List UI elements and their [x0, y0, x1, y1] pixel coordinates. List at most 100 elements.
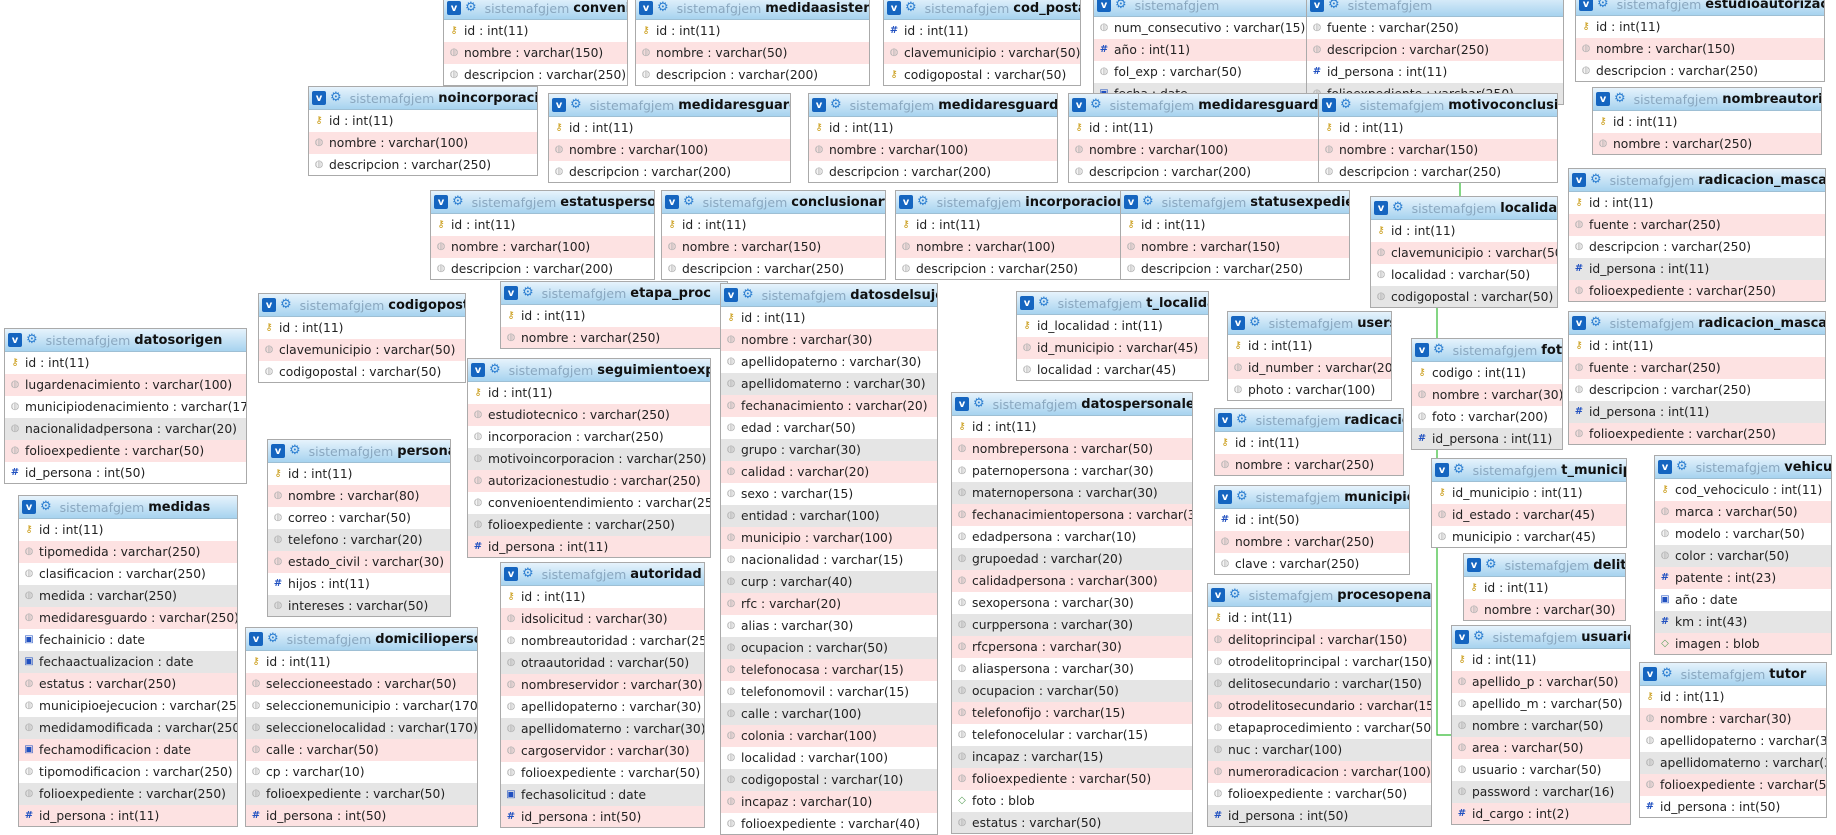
table-name[interactable]: autoridad	[630, 566, 702, 582]
toggle-columns-icon[interactable]: v	[899, 195, 913, 209]
column-row[interactable]: ◍apellidomaterno : varchar(30)	[721, 373, 937, 395]
column-row[interactable]: ◍descripcion : varchar(200)	[431, 258, 654, 279]
column-row[interactable]: ◍descripcion : varchar(200)	[636, 64, 869, 85]
column-row[interactable]: ⚷id : int(11)	[268, 463, 450, 485]
table-personas[interactable]: v⚙sistemafgjempersonas⚷id : int(11)◍nomb…	[267, 439, 451, 617]
table-statusexpediente[interactable]: v⚙sistemafgjemstatusexpediente⚷id : int(…	[1120, 190, 1350, 280]
column-row[interactable]: ◍nombre : varchar(250)	[1215, 531, 1409, 553]
column-row[interactable]: ◍fechanacimiento : varchar(20)	[721, 395, 937, 417]
column-row[interactable]: ◍num_consecutivo : varchar(15)	[1094, 17, 1317, 39]
column-row[interactable]: ◍localidad : varchar(100)	[721, 747, 937, 769]
table-noincorporacion[interactable]: v⚙sistemafgjemnoincorporacion⚷id : int(1…	[308, 86, 538, 176]
column-row[interactable]: ◍nombre : varchar(100)	[896, 236, 1124, 258]
table-convenio[interactable]: v⚙sistemafgjemconvenio⚷id : int(11)◍nomb…	[443, 0, 628, 86]
column-row[interactable]: ⚷id : int(11)	[259, 317, 465, 339]
gear-icon[interactable]: ⚙	[1115, 0, 1127, 12]
table-name[interactable]: delito	[1593, 557, 1625, 573]
gear-icon[interactable]: ⚙	[522, 285, 534, 300]
column-row[interactable]: ◍incorporacion : varchar(250)	[468, 426, 710, 448]
gear-icon[interactable]: ⚙	[1236, 412, 1248, 427]
column-row[interactable]: ◍edadpersona : varchar(10)	[952, 526, 1192, 548]
gear-icon[interactable]: ⚙	[1473, 629, 1485, 644]
column-row[interactable]: ◍edad : varchar(50)	[721, 417, 937, 439]
toggle-columns-icon[interactable]: v	[1455, 630, 1469, 644]
toggle-columns-icon[interactable]: v	[271, 444, 285, 458]
table-header[interactable]: v⚙sistemafgjemnoincorporacion	[309, 87, 537, 110]
column-row[interactable]: ⚷id : int(11)	[5, 352, 246, 374]
toggle-columns-icon[interactable]: v	[312, 91, 326, 105]
toggle-columns-icon[interactable]: v	[1218, 490, 1232, 504]
column-row[interactable]: ◍telefono : varchar(20)	[268, 529, 450, 551]
column-row[interactable]: ◍codigopostal : varchar(50)	[259, 361, 465, 382]
column-row[interactable]: ◍folioexpediente : varchar(50)	[5, 440, 246, 462]
column-row[interactable]: ◍calidad : varchar(20)	[721, 461, 937, 483]
toggle-columns-icon[interactable]: v	[22, 500, 36, 514]
table-medidaresguardoi[interactable]: v⚙sistemafgjemmedidaresguardoi⚷id : int(…	[548, 93, 791, 183]
column-row[interactable]: ◍municipio : varchar(45)	[1432, 526, 1626, 547]
column-row[interactable]: ◍color : varchar(50)	[1655, 545, 1831, 567]
column-row[interactable]: ◍lugardenacimiento : varchar(100)	[5, 374, 246, 396]
table-name[interactable]: medidaresguardo	[1198, 97, 1320, 113]
toggle-columns-icon[interactable]: v	[1596, 92, 1610, 106]
column-row[interactable]: ⚷id : int(11)	[1371, 220, 1557, 242]
toggle-columns-icon[interactable]: v	[262, 298, 276, 312]
table-header[interactable]: v⚙sistemafgjemusuarios	[1452, 626, 1630, 649]
column-row[interactable]: ◍nombre : varchar(250)	[1215, 454, 1403, 475]
table-name[interactable]: datosorigen	[134, 332, 223, 348]
gear-icon[interactable]: ⚙	[280, 297, 292, 312]
column-row[interactable]: ⚷id : int(11)	[1121, 214, 1349, 236]
gear-icon[interactable]: ⚙	[1340, 97, 1352, 112]
table-partial-4[interactable]: v⚙sistemafgjem◍fuente : varchar(250)◍des…	[1306, 0, 1564, 105]
column-row[interactable]: ▣fechaactualizacion : date	[19, 651, 237, 673]
gear-icon[interactable]: ⚙	[1590, 172, 1602, 187]
column-row[interactable]: #patente : int(23)	[1655, 567, 1831, 589]
column-row[interactable]: ◍autorizacionestudio : varchar(250)	[468, 470, 710, 492]
toggle-columns-icon[interactable]: v	[1020, 296, 1034, 310]
gear-icon[interactable]: ⚙	[570, 97, 582, 112]
gear-icon[interactable]: ⚙	[330, 90, 342, 105]
gear-icon[interactable]: ⚙	[1590, 315, 1602, 330]
table-medidaasistencia[interactable]: v⚙sistemafgjemmedidaasistencia⚷id : int(…	[635, 0, 870, 86]
column-row[interactable]: ◍nombre : varchar(150)	[662, 236, 885, 258]
column-row[interactable]: ◍seleccionelocalidad : varchar(170)	[246, 717, 477, 739]
column-row[interactable]: ◍estado_civil : varchar(30)	[268, 551, 450, 573]
column-row[interactable]: ◍seleccioneestado : varchar(50)	[246, 673, 477, 695]
table-header[interactable]: v⚙sistemafgjemmotivoconclusion	[1319, 94, 1557, 117]
column-row[interactable]: #id_persona : int(11)	[1569, 401, 1825, 423]
column-row[interactable]: ◍localidad : varchar(50)	[1371, 264, 1557, 286]
table-name[interactable]: medidaresguardoii	[938, 97, 1057, 113]
table-name[interactable]: statusexpediente	[1250, 194, 1349, 210]
column-row[interactable]: ⚷id : int(11)	[1069, 117, 1320, 139]
table-name[interactable]: estudioautorizacion	[1705, 0, 1824, 12]
column-row[interactable]: ◍curppersona : varchar(30)	[952, 614, 1192, 636]
column-row[interactable]: ◍nombreservidor : varchar(30)	[501, 674, 704, 696]
column-row[interactable]: ◍descripcion : varchar(200)	[809, 161, 1057, 182]
column-row[interactable]: ◍seleccionemunicipio : varchar(170)	[246, 695, 477, 717]
table-name[interactable]: localidad	[1500, 200, 1557, 216]
column-row[interactable]: ◍descripcion : varchar(250)	[444, 64, 627, 85]
column-row[interactable]: ⚷id : int(11)	[896, 214, 1124, 236]
column-row[interactable]: ◍descripcion : varchar(250)	[896, 258, 1124, 279]
column-row[interactable]: ⚷id_localidad : int(11)	[1017, 315, 1208, 337]
column-row[interactable]: ◍numeroradicacion : varchar(100)	[1208, 761, 1431, 783]
column-row[interactable]: ◍apellidopaterno : varchar(30)	[501, 696, 704, 718]
column-row[interactable]: ◍modelo : varchar(50)	[1655, 523, 1831, 545]
table-medidaresguardoii[interactable]: v⚙sistemafgjemmedidaresguardoii⚷id : int…	[808, 93, 1058, 183]
column-row[interactable]: ◍nacionalidadpersona : varchar(20)	[5, 418, 246, 440]
column-row[interactable]: ◍nombre : varchar(30)	[1412, 384, 1562, 406]
column-row[interactable]: #id_persona : int(11)	[1569, 258, 1825, 280]
column-row[interactable]: ◍municipioejecucion : varchar(250)	[19, 695, 237, 717]
gear-icon[interactable]: ⚙	[1142, 194, 1154, 209]
table-name[interactable]: foto	[1541, 342, 1562, 358]
table-name[interactable]: t_municipio	[1561, 462, 1626, 478]
gear-icon[interactable]: ⚙	[1392, 200, 1404, 215]
column-row[interactable]: ◍rfcpersona : varchar(30)	[952, 636, 1192, 658]
table-header[interactable]: v⚙sistemafgjemnombreautoridad	[1593, 88, 1821, 111]
table-name[interactable]: motivoconclusion	[1448, 97, 1557, 113]
column-row[interactable]: ⚷codigopostal : varchar(50)	[884, 64, 1080, 85]
column-row[interactable]: ⚷id : int(11)	[1319, 117, 1557, 139]
column-row[interactable]: ⚷id : int(11)	[721, 307, 937, 329]
